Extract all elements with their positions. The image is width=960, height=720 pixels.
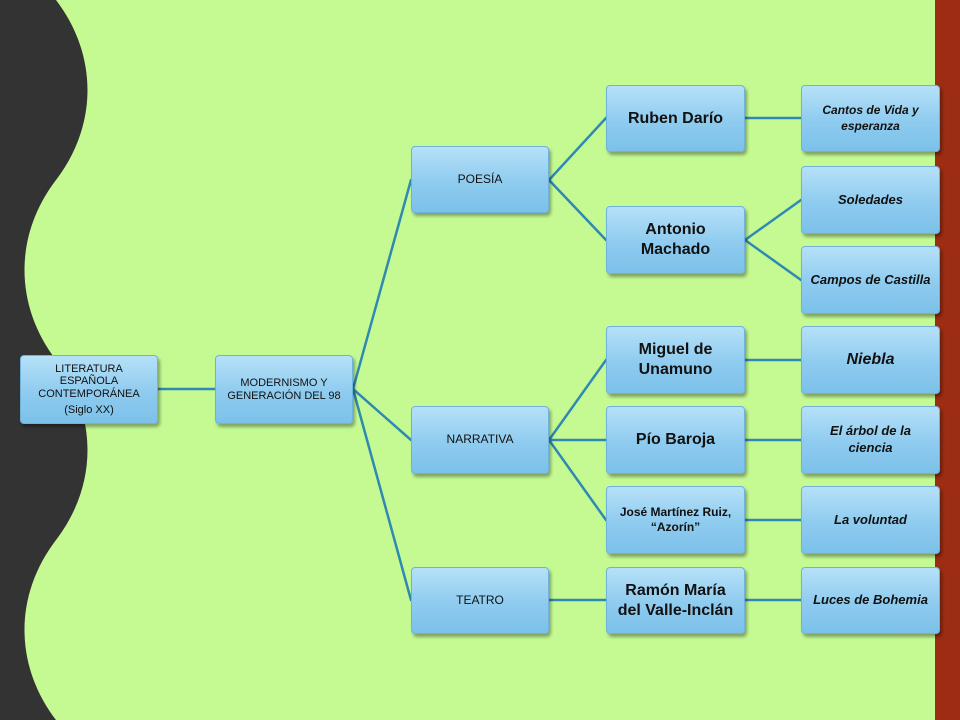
connector-narrativa-azorin [547,438,608,522]
node-work-campos: Campos de Castilla [801,246,940,314]
node-author-unamuno: Miguel de Unamuno [606,326,745,394]
node-author-azorin: José Martínez Ruiz, “Azorín” [606,486,745,554]
node-work-niebla: Niebla [801,326,940,394]
node-work-voluntad: La voluntad [801,486,940,554]
node-work-arbol: El árbol de la ciencia [801,406,940,474]
node-author-baroja: Pío Baroja [606,406,745,474]
connector-movement-narrativa [351,387,413,442]
root-subtitle: (Siglo XX) [64,403,114,416]
node-author-dario: Ruben Darío [606,85,745,152]
node-author-machado: Antonio Machado [606,206,745,274]
connector-narrativa-unamuno [547,358,608,442]
connector-poesia-dario [547,116,608,182]
connector-movement-poesia [351,178,413,391]
connector-machado-soledades [743,198,803,242]
node-author-valle: Ramón María del Valle-Inclán [606,567,745,634]
node-work-cantos: Cantos de Vida y esperanza [801,85,940,152]
node-narrativa: NARRATIVA [411,406,549,474]
node-teatro: TEATRO [411,567,549,634]
root-title: LITERATURA ESPAÑOLA CONTEMPORÁNEA [38,363,140,400]
node-work-luces: Luces de Bohemia [801,567,940,634]
node-movement: MODERNISMO Y GENERACIÓN DEL 98 [215,355,353,424]
connector-poesia-machado [547,178,608,242]
node-root: LITERATURA ESPAÑOLA CONTEMPORÁNEA (Siglo… [20,355,158,424]
connector-movement-teatro [351,387,413,602]
node-work-soledades: Soledades [801,166,940,234]
node-poesia: POESÍA [411,146,549,213]
connector-machado-campos [743,238,803,282]
